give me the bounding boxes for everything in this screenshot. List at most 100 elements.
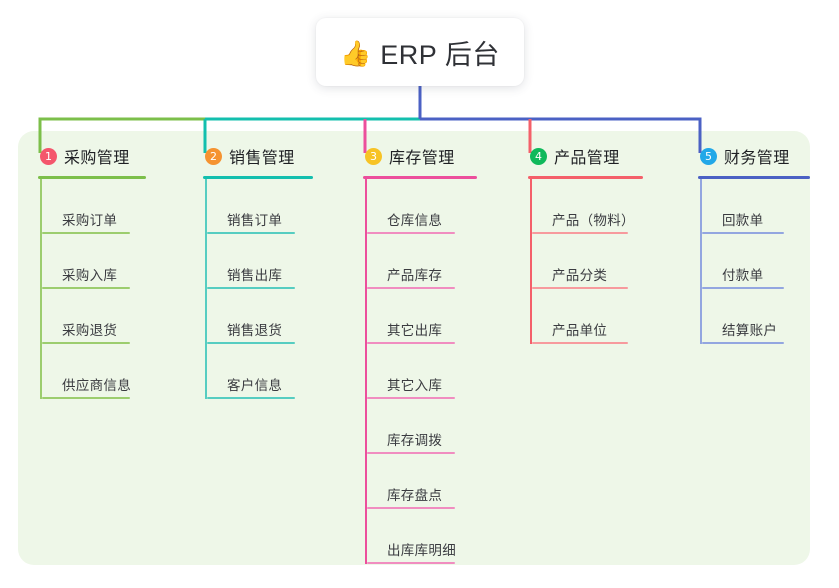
leaf-node[interactable]: 结算账户 xyxy=(700,289,810,344)
leaf-node[interactable]: 回款单 xyxy=(700,179,810,234)
leaf-rule xyxy=(367,397,455,399)
leaf-rule xyxy=(367,562,455,564)
diagram-panel xyxy=(18,131,810,565)
leaf-rule xyxy=(42,342,130,344)
branch-index-badge: 1 xyxy=(40,147,57,165)
leaf-list: 销售订单销售出库销售退货客户信息 xyxy=(203,179,313,399)
leaf-rail xyxy=(365,179,367,564)
leaf-node[interactable]: 产品分类 xyxy=(530,234,643,289)
leaf-label: 库存调拨 xyxy=(387,433,443,448)
leaf-rule xyxy=(702,287,784,289)
branch-header-1[interactable]: 1 采购管理 xyxy=(38,143,146,169)
leaf-label: 产品单位 xyxy=(552,323,608,338)
branch-header-3[interactable]: 3 库存管理 xyxy=(363,143,477,169)
leaf-label: 回款单 xyxy=(722,213,764,228)
branch-title: 销售管理 xyxy=(229,150,295,167)
root-node[interactable]: 👍 ERP 后台 xyxy=(316,18,524,86)
leaf-label: 采购退货 xyxy=(62,323,118,338)
leaf-label: 销售出库 xyxy=(227,268,283,283)
leaf-node[interactable]: 产品库存 xyxy=(365,234,477,289)
leaf-rule xyxy=(207,287,295,289)
leaf-rule xyxy=(702,232,784,234)
leaf-node[interactable]: 客户信息 xyxy=(205,344,313,399)
thumbs-up-emoji: 👍 xyxy=(340,38,372,68)
leaf-rule xyxy=(207,232,295,234)
leaf-rule xyxy=(367,507,455,509)
leaf-rule xyxy=(367,342,455,344)
leaf-list: 回款单付款单结算账户 xyxy=(698,179,810,344)
leaf-node[interactable]: 其它入库 xyxy=(365,344,477,399)
leaf-label: 产品（物料） xyxy=(552,213,635,228)
leaf-label: 其它出库 xyxy=(387,323,443,338)
leaf-rule xyxy=(532,287,628,289)
branch-header-rule xyxy=(698,176,810,179)
leaf-rail xyxy=(205,179,207,399)
branch-header-rule xyxy=(203,176,313,179)
leaf-rule xyxy=(367,232,455,234)
leaf-list: 采购订单采购入库采购退货供应商信息 xyxy=(38,179,146,399)
branch-header-rule xyxy=(363,176,477,179)
leaf-node[interactable]: 产品单位 xyxy=(530,289,643,344)
branch-index-badge: 3 xyxy=(365,147,382,165)
leaf-label: 结算账户 xyxy=(722,323,778,338)
leaf-label: 库存盘点 xyxy=(387,488,443,503)
branch-title: 采购管理 xyxy=(64,150,130,167)
branch-title: 库存管理 xyxy=(389,150,455,167)
branch-header-2[interactable]: 2 销售管理 xyxy=(203,143,313,169)
leaf-rule xyxy=(207,397,295,399)
leaf-label: 付款单 xyxy=(722,268,764,283)
leaf-node[interactable]: 仓库信息 xyxy=(365,179,477,234)
leaf-rail xyxy=(530,179,532,344)
leaf-rule xyxy=(702,342,784,344)
leaf-node[interactable]: 销售订单 xyxy=(205,179,313,234)
leaf-label: 采购订单 xyxy=(62,213,118,228)
leaf-label: 销售退货 xyxy=(227,323,283,338)
leaf-rule xyxy=(532,342,628,344)
leaf-rule xyxy=(42,232,130,234)
leaf-rule xyxy=(532,232,628,234)
leaf-label: 供应商信息 xyxy=(62,378,131,393)
leaf-node[interactable]: 其它出库 xyxy=(365,289,477,344)
branch-title: 财务管理 xyxy=(724,150,790,167)
leaf-node[interactable]: 采购退货 xyxy=(40,289,146,344)
leaf-label: 其它入库 xyxy=(387,378,443,393)
leaf-node[interactable]: 销售出库 xyxy=(205,234,313,289)
root-node-title: ERP 后台 xyxy=(380,39,500,70)
branch-column-1: 1 采购管理采购订单采购入库采购退货供应商信息 xyxy=(38,143,146,399)
leaf-rule xyxy=(42,397,130,399)
leaf-rail xyxy=(700,179,702,344)
leaf-node[interactable]: 出库库明细 xyxy=(365,509,477,564)
leaf-node[interactable]: 供应商信息 xyxy=(40,344,146,399)
leaf-node[interactable]: 库存盘点 xyxy=(365,454,477,509)
branch-title: 产品管理 xyxy=(554,150,620,167)
branch-header-rule xyxy=(528,176,643,179)
leaf-node[interactable]: 产品（物料） xyxy=(530,179,643,234)
leaf-node[interactable]: 库存调拨 xyxy=(365,399,477,454)
leaf-node[interactable]: 采购入库 xyxy=(40,234,146,289)
branch-column-4: 4 产品管理产品（物料） 产品分类产品单位 xyxy=(528,143,643,344)
branch-column-2: 2 销售管理销售订单销售出库销售退货客户信息 xyxy=(203,143,313,399)
leaf-rail xyxy=(40,179,42,399)
leaf-label: 出库库明细 xyxy=(387,543,456,558)
leaf-rule xyxy=(42,287,130,289)
leaf-rule xyxy=(367,452,455,454)
leaf-node[interactable]: 销售退货 xyxy=(205,289,313,344)
branch-column-3: 3 库存管理仓库信息产品库存其它出库其它入库库存调拨库存盘点出库库明细 xyxy=(363,143,477,564)
branch-header-rule xyxy=(38,176,146,179)
leaf-list: 产品（物料） 产品分类产品单位 xyxy=(528,179,643,344)
leaf-label: 仓库信息 xyxy=(387,213,443,228)
leaf-label: 产品库存 xyxy=(387,268,443,283)
leaf-node[interactable]: 采购订单 xyxy=(40,179,146,234)
leaf-label: 销售订单 xyxy=(227,213,283,228)
leaf-list: 仓库信息产品库存其它出库其它入库库存调拨库存盘点出库库明细 xyxy=(363,179,477,564)
branch-index-badge: 4 xyxy=(530,147,547,165)
leaf-label: 产品分类 xyxy=(552,268,608,283)
branch-index-badge: 2 xyxy=(205,147,222,165)
leaf-rule xyxy=(367,287,455,289)
leaf-node[interactable]: 付款单 xyxy=(700,234,810,289)
branch-header-4[interactable]: 4 产品管理 xyxy=(528,143,643,169)
leaf-rule xyxy=(207,342,295,344)
